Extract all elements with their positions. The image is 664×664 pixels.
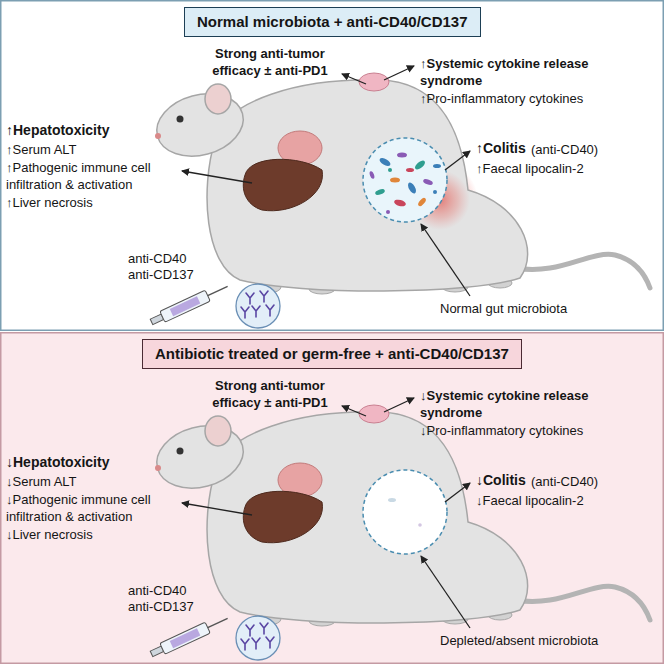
mouse-figure bbox=[149, 73, 650, 328]
depleted-gut bbox=[363, 470, 447, 554]
gut-microbiota bbox=[363, 138, 447, 222]
outcome-label: ↓Systemic cytokine release syndrome bbox=[420, 387, 620, 421]
detail-label: ↓Pro-inflammatory cytokines bbox=[420, 422, 583, 439]
detail-label: ↑Pathogenic immune cell infiltration & a… bbox=[6, 159, 181, 193]
detail-label: ↑Liver necrosis bbox=[6, 194, 93, 211]
title-text: Antibiotic treated or germ-free + anti-C… bbox=[155, 345, 509, 363]
detail-label: ↓Serum ALT bbox=[6, 473, 77, 490]
microbiota-label: Depleted/absent microbiota bbox=[440, 632, 598, 649]
outcome-label: Strong anti-tumor efficacy ± anti-PD1 bbox=[190, 377, 350, 411]
detail-label: ↑Serum ALT bbox=[6, 141, 77, 158]
bottom-panel bbox=[1, 333, 664, 664]
detail-label: ↑Faecal lipocalin-2 bbox=[476, 160, 584, 177]
title-text: Normal microbiota + anti-CD40/CD137 bbox=[197, 13, 468, 31]
detail-label: ↑Pro-inflammatory cytokines bbox=[420, 90, 583, 107]
outcome-label: ↑Colitis bbox=[476, 140, 526, 157]
outcome-label: ↓Hepatotoxicity bbox=[6, 454, 109, 471]
drug-label: anti-CD40 bbox=[128, 582, 187, 599]
top-panel bbox=[1, 1, 664, 331]
title-box: Antibiotic treated or germ-free + anti-C… bbox=[142, 339, 522, 369]
microbiota-label: Normal gut microbiota bbox=[440, 300, 567, 317]
detail-label: (anti-CD40) bbox=[531, 141, 598, 158]
outcome-label: ↑Hepatotoxicity bbox=[6, 122, 109, 139]
drug-label: anti-CD137 bbox=[128, 598, 194, 615]
mouse-figure bbox=[149, 405, 650, 660]
detail-label: ↓Liver necrosis bbox=[6, 526, 93, 543]
detail-label: ↓Faecal lipocalin-2 bbox=[476, 492, 584, 509]
drug-label: anti-CD40 bbox=[128, 250, 187, 267]
outcome-label: ↓Colitis bbox=[476, 472, 526, 489]
outcome-label: Strong anti-tumor efficacy ± anti-PD1 bbox=[190, 45, 350, 79]
drug-label: anti-CD137 bbox=[128, 266, 194, 283]
outcome-label: ↑Systemic cytokine release syndrome bbox=[420, 55, 620, 89]
detail-label: ↓Pathogenic immune cell infiltration & a… bbox=[6, 491, 181, 525]
detail-label: (anti-CD40) bbox=[531, 473, 598, 490]
title-box: Normal microbiota + anti-CD40/CD137 bbox=[184, 7, 481, 37]
